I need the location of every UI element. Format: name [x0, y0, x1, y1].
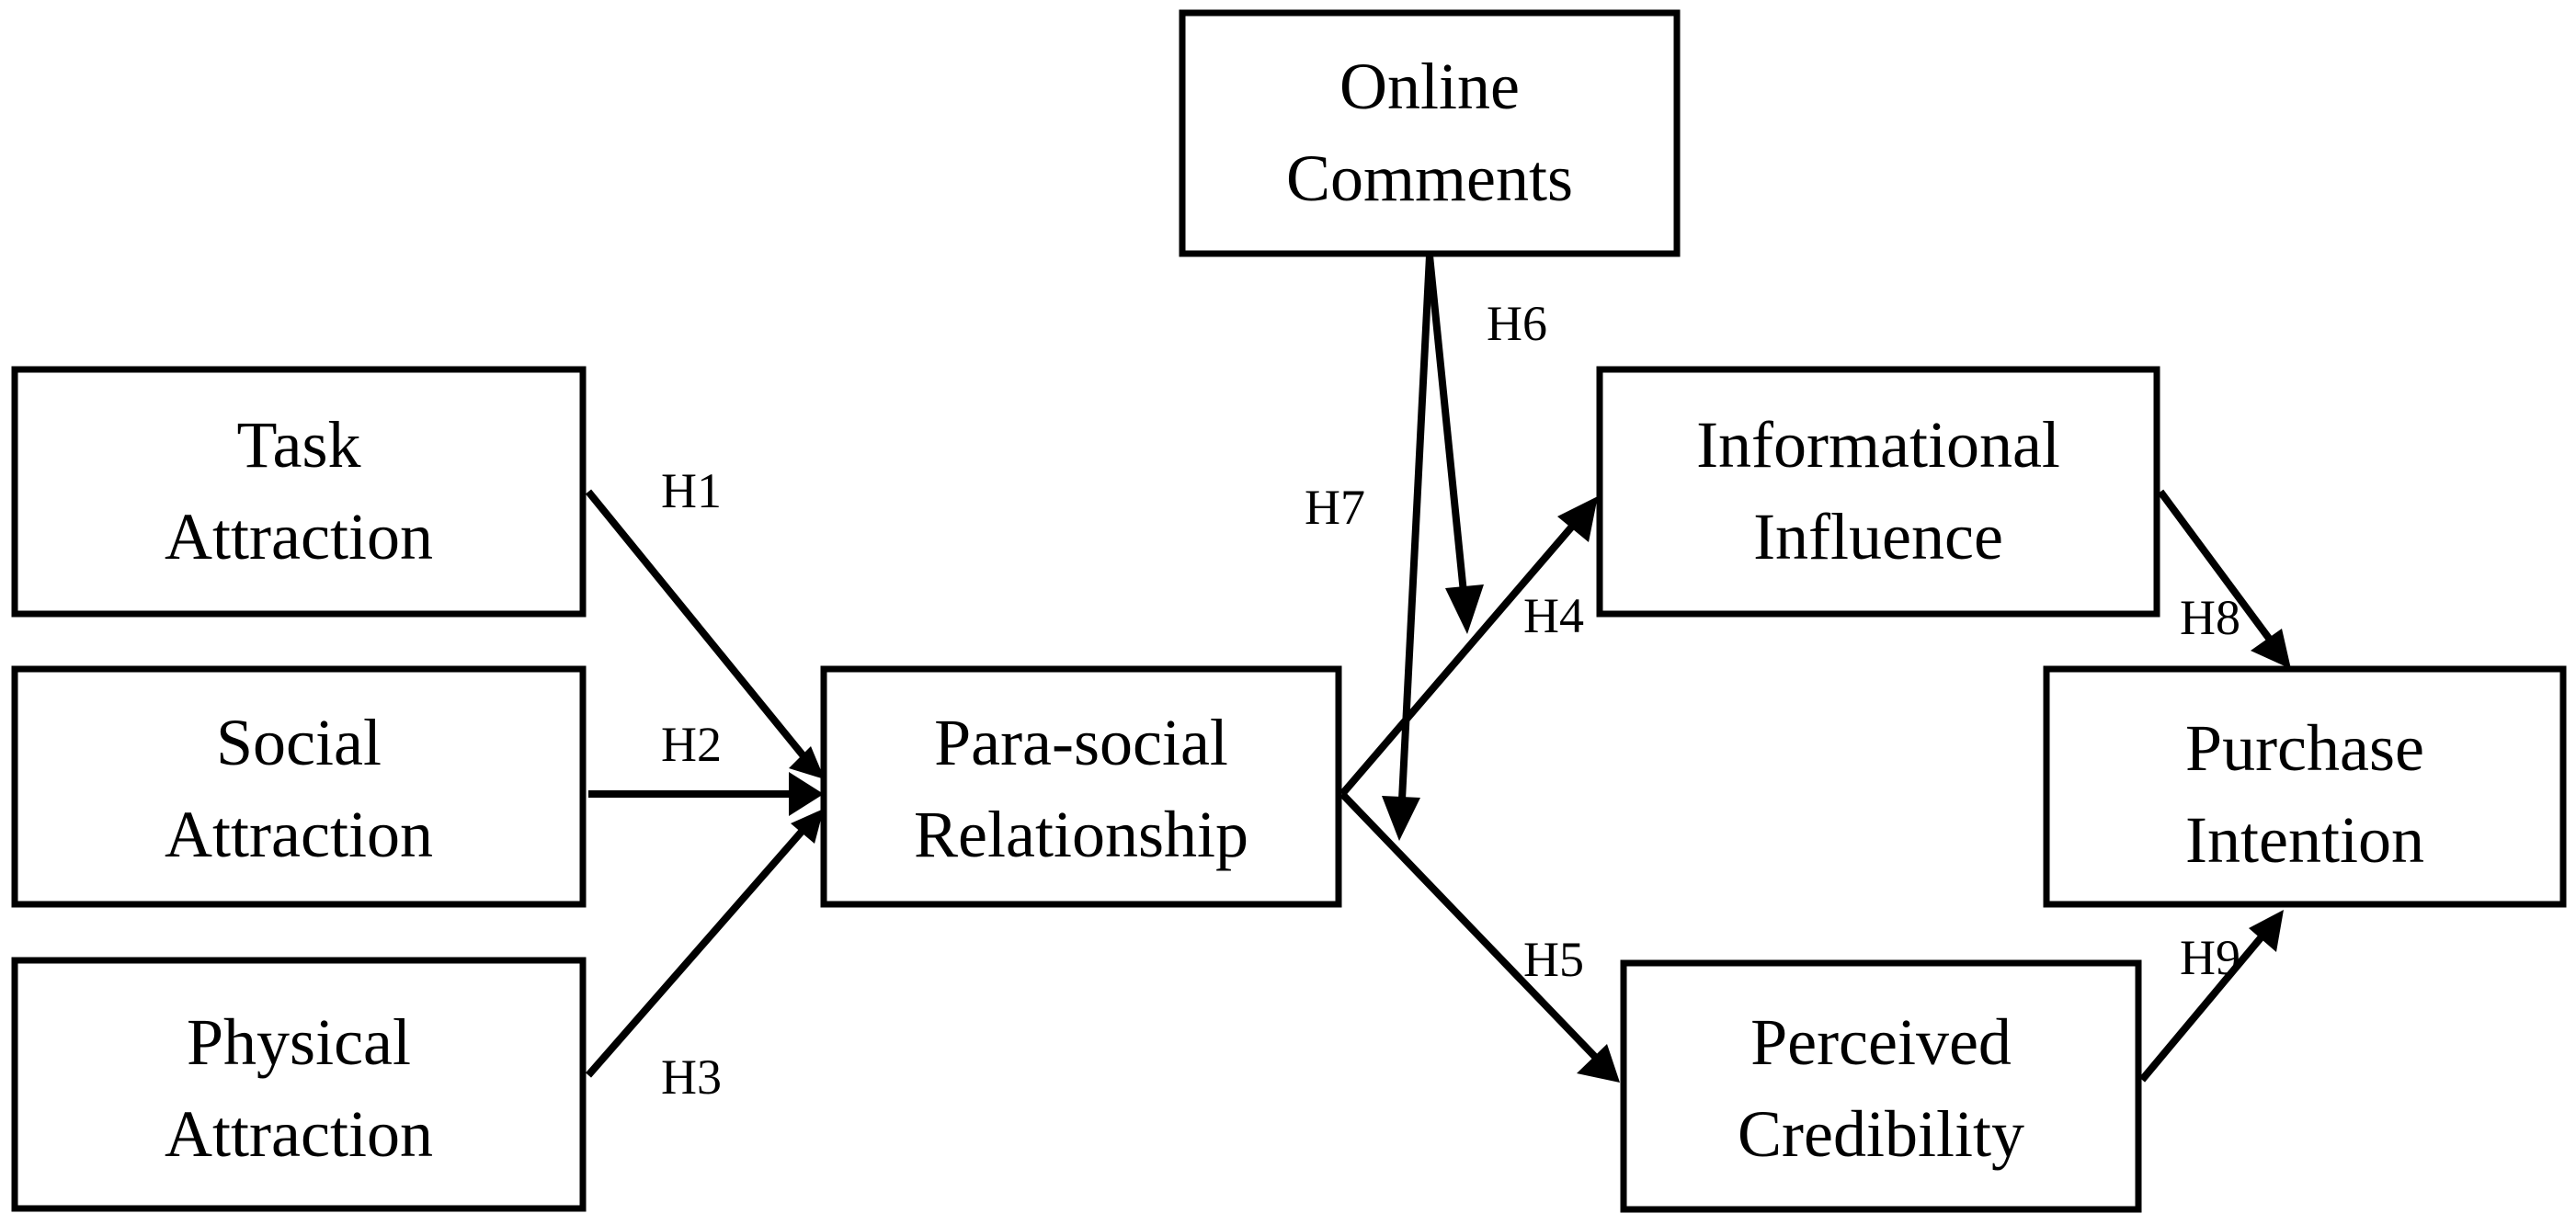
edge-h4-arrowhead: [1557, 496, 1598, 542]
edge-h5-arrowhead: [1577, 1044, 1620, 1083]
edge-h7: [1398, 255, 1433, 800]
node-perceived-credibility-line1: Perceived: [1750, 1005, 2012, 1079]
edge-h2-arrowhead: [789, 772, 824, 816]
node-informational-influence-line2: Influence: [1753, 500, 2003, 573]
edge-h6: [1426, 255, 1467, 594]
node-task-attraction: Task Attraction: [11, 366, 587, 618]
node-purchase-intention: Purchase Intention: [2043, 665, 2567, 908]
label-h7: H7: [1305, 480, 1365, 535]
hypothesis-labels: H1 H2 H3 H4 H5 H6 H7 H8 H9: [661, 296, 2240, 1105]
edge-h9: [2138, 932, 2267, 1083]
edge-h4: [1339, 518, 1580, 797]
node-online-comments-line2: Comments: [1286, 142, 1573, 215]
node-perceived-credibility-line2: Credibility: [1738, 1097, 2024, 1171]
edge-h1: [585, 489, 820, 775]
node-social-attraction-line1: Social: [216, 706, 382, 779]
node-informational-influence-line1: Informational: [1696, 408, 2060, 482]
node-para-social-line1: Para-social: [934, 706, 1228, 779]
node-online-comments-line1: Online: [1339, 50, 1520, 123]
node-para-social-line2: Relationship: [914, 798, 1248, 871]
label-h1: H1: [661, 463, 722, 518]
node-physical-attraction-line2: Attraction: [165, 1097, 433, 1171]
label-h2: H2: [661, 717, 722, 772]
label-h8: H8: [2180, 590, 2240, 645]
node-online-comments: Online Comments: [1179, 9, 1681, 257]
label-h6: H6: [1487, 296, 1547, 351]
label-h5: H5: [1523, 932, 1584, 987]
edge-h8-arrowhead: [2251, 629, 2291, 669]
node-physical-attraction: Physical Attraction: [11, 957, 587, 1212]
edge-h8: [2157, 489, 2276, 646]
label-h9: H9: [2180, 930, 2240, 985]
edges: [585, 255, 2291, 1083]
edge-h1-arrowhead: [789, 746, 825, 779]
edge-h3-arrowhead: [791, 809, 824, 844]
node-purchase-intention-line2: Intention: [2185, 803, 2424, 877]
node-task-attraction-line1: Task: [237, 408, 361, 482]
edge-h9-arrowhead: [2249, 910, 2284, 952]
node-physical-attraction-line1: Physical: [187, 1005, 411, 1079]
node-informational-influence: Informational Influence: [1596, 366, 2160, 618]
node-purchase-intention-line1: Purchase: [2185, 711, 2424, 785]
node-social-attraction-line2: Attraction: [165, 798, 433, 871]
edge-h5: [1339, 791, 1598, 1060]
edge-h7-arrowhead: [1382, 796, 1420, 841]
edge-h3: [585, 822, 811, 1078]
node-perceived-credibility: Perceived Credibility: [1620, 959, 2142, 1213]
label-h3: H3: [661, 1049, 722, 1105]
node-para-social-relationship: Para-social Relationship: [820, 665, 1342, 908]
edge-h6-arrowhead: [1445, 584, 1484, 634]
label-h4: H4: [1523, 588, 1584, 643]
node-task-attraction-line2: Attraction: [165, 500, 433, 573]
node-social-attraction: Social Attraction: [11, 665, 587, 908]
